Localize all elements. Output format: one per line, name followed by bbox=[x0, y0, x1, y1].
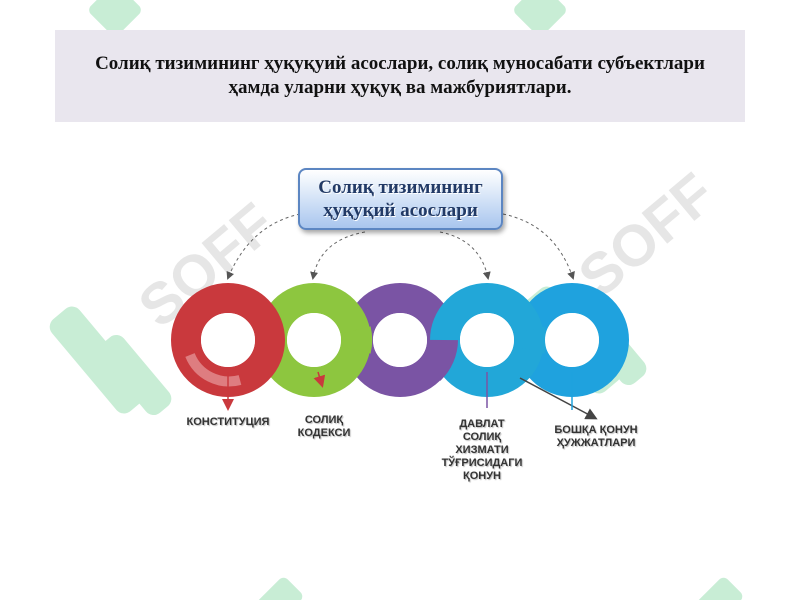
connector-3 bbox=[439, 231, 491, 280]
header-band: Солиқ тизимининг ҳуқуқуий асослари, соли… bbox=[55, 30, 745, 122]
label-tax-code-line-1: СОЛИҚ bbox=[304, 414, 344, 426]
label-state-tax-line-2: СОЛИҚ bbox=[462, 431, 502, 443]
label-state-tax-line-5: ҚОНУН bbox=[462, 470, 501, 482]
label-other-acts-line-2: ҲУЖЖАТЛАРИ bbox=[556, 437, 636, 449]
label-tax-code-line-2: КОДЕКСИ bbox=[297, 427, 351, 439]
label-constitution: КОНСТИТУЦИЯ bbox=[175, 416, 281, 429]
label-state-tax-line-3: ХИЗМАТИ bbox=[455, 444, 509, 456]
label-state-tax-line-1: ДАВЛАТ bbox=[459, 418, 505, 430]
page-title: Солиқ тизимининг ҳуқуқуий асослари, соли… bbox=[95, 52, 705, 100]
label-state-tax-service-law: ДАВЛАТ СОЛИҚ ХИЗМАТИ ТЎҒРИСИДАГИ ҚОНУН bbox=[430, 418, 534, 483]
center-box-line-2: ҳуқуқий асослари bbox=[323, 200, 478, 221]
connector-2 bbox=[310, 231, 366, 280]
center-box: Солиқ тизимининг ҳуқуқий асослари bbox=[298, 168, 503, 230]
connector-4 bbox=[502, 213, 575, 280]
pointer-2 bbox=[313, 371, 326, 388]
page-title-line-1: Солиқ тизимининг ҳуқуқуий асослари, соли… bbox=[95, 53, 705, 74]
page-title-line-2: ҳамда уларни ҳуқуқ ва мажбуриятлари. bbox=[228, 77, 572, 98]
connector-1 bbox=[226, 213, 301, 280]
label-state-tax-line-4: ТЎҒРИСИДАГИ bbox=[441, 457, 523, 469]
label-other-legal-acts: БОШҚА ҚОНУН ҲУЖЖАТЛАРИ bbox=[540, 424, 652, 450]
pointer-4 bbox=[519, 377, 598, 420]
center-box-line-1: Солиқ тизимининг bbox=[318, 177, 483, 198]
label-tax-code: СОЛИҚ КОДЕКСИ bbox=[288, 414, 360, 440]
label-constitution-line: КОНСТИТУЦИЯ bbox=[186, 416, 270, 428]
label-other-acts-line-1: БОШҚА ҚОНУН bbox=[554, 424, 638, 436]
